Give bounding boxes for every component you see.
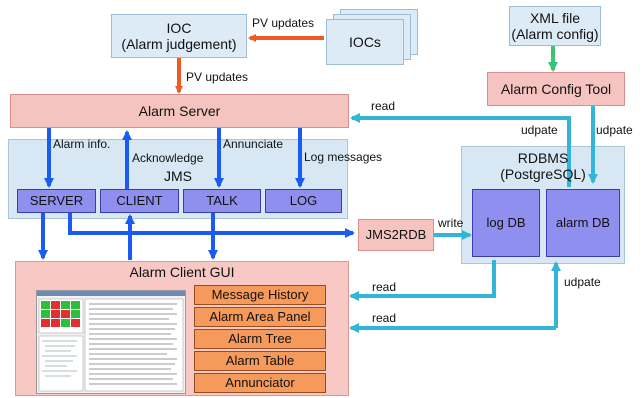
xml-file-box: XML file (Alarm config) <box>509 6 601 46</box>
edge-label-udpate-tool: udpate <box>596 123 633 137</box>
edge-label-pv-updates-down: PV updates <box>186 70 249 84</box>
gui-title: Alarm Client GUI <box>129 264 235 280</box>
edge-label-udpate-server: udpate <box>521 123 558 137</box>
config-tool-label: Alarm Config Tool <box>500 80 612 97</box>
jms2rdb-box: JMS2RDB <box>358 219 434 251</box>
arrow-db-to-server <box>350 113 571 187</box>
edge-label-udpate-gui: udpate <box>564 275 601 289</box>
log-db-label: log DB <box>486 214 526 230</box>
rdbms-sublabel: (PostgreSQL) <box>500 166 586 183</box>
alarm-db-label: alarm DB <box>555 214 611 230</box>
queue-client: CLIENT <box>100 189 179 213</box>
alarm-server-box: Alarm Server <box>10 94 349 128</box>
edge-label-write: write <box>438 216 464 230</box>
jms2rdb-label: JMS2RDB <box>365 226 427 242</box>
gui-screenshot-graphic <box>37 291 185 392</box>
jms-title: JMS <box>164 168 192 184</box>
iocs-box: IOCs <box>326 19 404 65</box>
queue-server-label: SERVER <box>29 192 84 208</box>
edge-label-annunciate: Annunciate <box>223 137 284 151</box>
queue-log: LOG <box>265 189 342 213</box>
edge-label-log-messages: Log messages <box>304 150 383 164</box>
rdbms-title: RDBMS (PostgreSQL) <box>461 150 625 182</box>
gui-item-alarm-table: Alarm Table <box>194 351 326 371</box>
gui-item-alarm-area-panel: Alarm Area Panel <box>194 307 326 327</box>
edge-label-read-alarm: read <box>372 311 397 325</box>
ioc-alarm-judgement-box: IOC (Alarm judgement) <box>111 14 247 58</box>
alarm-config-tool-box: Alarm Config Tool <box>487 72 625 106</box>
queue-talk: TALK <box>183 189 261 213</box>
alarm-server-label: Alarm Server <box>138 102 221 119</box>
gui-item-label: Alarm Tree <box>228 330 292 346</box>
arrow-logdb-read <box>349 260 496 301</box>
arrow-queues-to-jms2rdb <box>68 213 355 238</box>
gui-item-annunciator: Annunciator <box>194 373 326 393</box>
gui-item-message-history: Message History <box>194 285 326 305</box>
alarm-db-box: alarm DB <box>546 189 620 257</box>
edge-label-acknowledge: Acknowledge <box>132 151 204 165</box>
queue-talk-label: TALK <box>206 192 238 208</box>
log-db-box: log DB <box>472 189 540 257</box>
queue-client-label: CLIENT <box>116 192 163 208</box>
edge-label-pv-updates-top: PV updates <box>252 16 315 30</box>
gui-item-label: Alarm Table <box>225 352 295 368</box>
gui-item-alarm-tree: Alarm Tree <box>194 329 326 349</box>
gui-screenshot-thumbnail <box>36 290 186 394</box>
gui-item-label: Annunciator <box>225 374 295 390</box>
queue-server: SERVER <box>17 189 96 213</box>
xml-label: XML file <box>529 9 581 26</box>
gui-item-label: Alarm Area Panel <box>209 308 311 324</box>
queue-log-label: LOG <box>289 192 318 208</box>
rdbms-label: RDBMS <box>517 150 569 166</box>
iocs-label: IOCs <box>349 33 381 50</box>
ioc-sublabel: (Alarm judgement) <box>121 36 237 52</box>
edge-label-alarm-info: Alarm info. <box>53 137 111 151</box>
edge-label-read-log: read <box>372 280 397 294</box>
xml-sublabel: (Alarm config) <box>511 26 599 42</box>
edge-label-read-server: read <box>371 99 396 113</box>
gui-item-label: Message History <box>211 286 309 302</box>
ioc-label: IOC <box>166 19 192 36</box>
